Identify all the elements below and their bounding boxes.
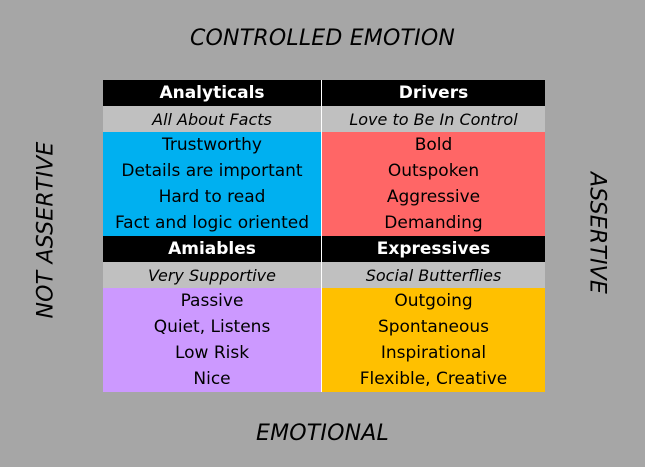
quadrant-title-analyticals: Analyticals xyxy=(103,80,322,106)
axis-label-top: CONTROLLED EMOTION xyxy=(189,26,456,51)
personality-matrix: Analyticals Drivers All About Facts Love… xyxy=(103,80,545,392)
trait-drivers: Bold xyxy=(322,132,545,158)
quadrant-subtitle-analyticals: All About Facts xyxy=(103,106,322,132)
axis-label-right: ASSERTIVE xyxy=(584,171,610,295)
trait-drivers: Outspoken xyxy=(322,158,545,184)
trait-analyticals: Fact and logic oriented xyxy=(103,210,322,236)
trait-drivers: Aggressive xyxy=(322,184,545,210)
quadrant-title-drivers: Drivers xyxy=(322,80,545,106)
trait-amiables: Nice xyxy=(103,366,322,392)
quadrant-title-amiables: Amiables xyxy=(103,236,322,262)
trait-amiables: Passive xyxy=(103,288,322,314)
trait-analyticals: Details are important xyxy=(103,158,322,184)
trait-analyticals: Trustworthy xyxy=(103,132,322,158)
axis-label-bottom: EMOTIONAL xyxy=(255,421,389,446)
trait-analyticals: Hard to read xyxy=(103,184,322,210)
trait-expressives: Outgoing xyxy=(322,288,545,314)
trait-amiables: Quiet, Listens xyxy=(103,314,322,340)
quadrant-subtitle-amiables: Very Supportive xyxy=(103,262,322,288)
trait-expressives: Inspirational xyxy=(322,340,545,366)
trait-drivers: Demanding xyxy=(322,210,545,236)
trait-expressives: Spontaneous xyxy=(322,314,545,340)
quadrant-subtitle-expressives: Social Butterflies xyxy=(322,262,545,288)
trait-expressives: Flexible, Creative xyxy=(322,366,545,392)
quadrant-title-expressives: Expressives xyxy=(322,236,545,262)
axis-label-left: NOT ASSERTIVE xyxy=(33,141,59,319)
quadrant-subtitle-drivers: Love to Be In Control xyxy=(322,106,545,132)
trait-amiables: Low Risk xyxy=(103,340,322,366)
